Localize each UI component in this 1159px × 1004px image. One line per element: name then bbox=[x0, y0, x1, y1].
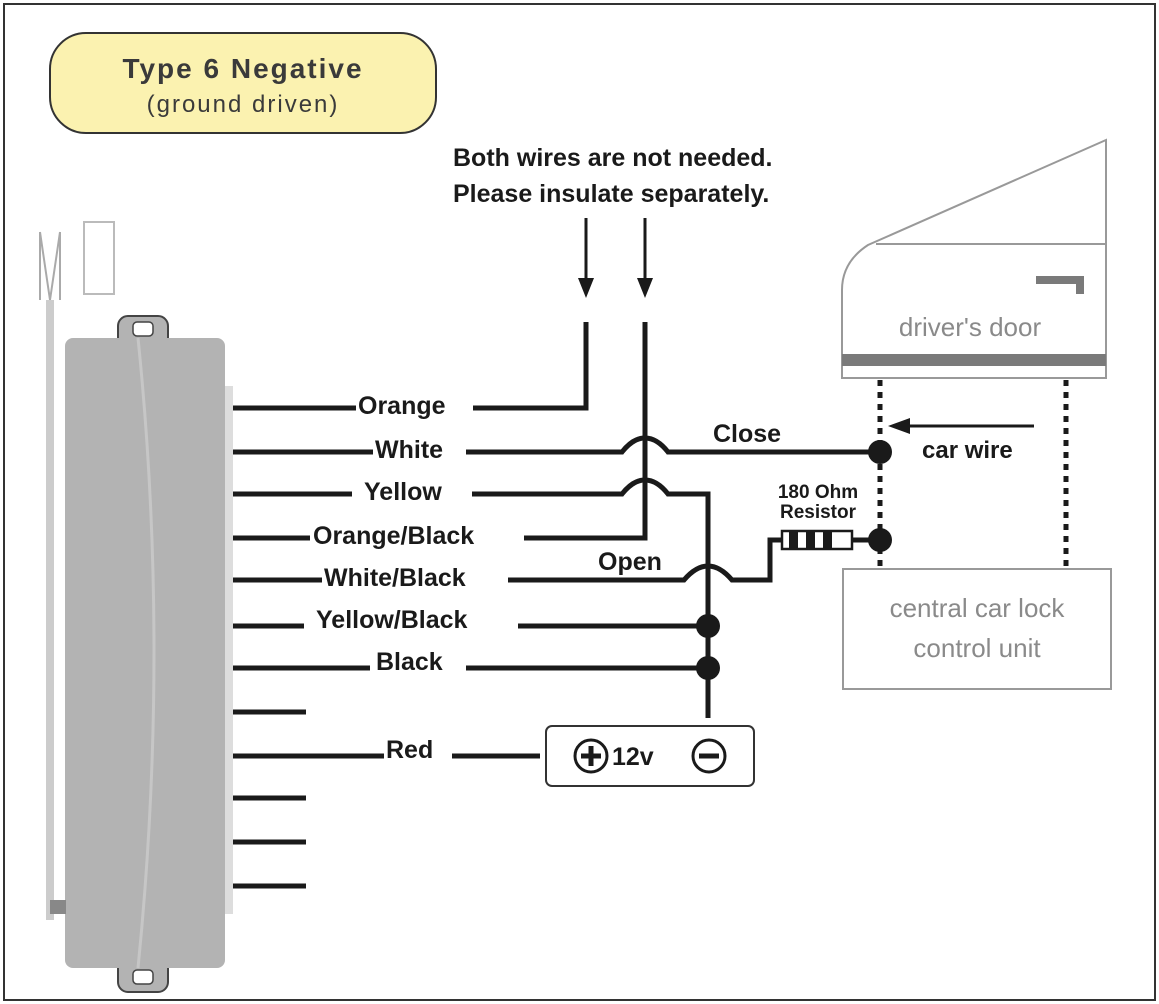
lock-unit-box bbox=[842, 568, 1112, 690]
unused-wire-stubs bbox=[233, 709, 306, 889]
wire-white-black: White/Black bbox=[233, 537, 782, 592]
door-stripe bbox=[842, 354, 1106, 366]
wire-black: Black bbox=[233, 648, 720, 680]
lock-unit-line-2: control unit bbox=[913, 633, 1041, 663]
central-lock-unit: central car lock control unit bbox=[842, 568, 1112, 690]
wire-white: White bbox=[233, 435, 880, 464]
door-label: driver's door bbox=[899, 312, 1042, 342]
wire-label-red: Red bbox=[386, 736, 433, 764]
module-body bbox=[65, 338, 225, 968]
wire-label-orange: Orange bbox=[358, 392, 446, 420]
title-box-shape bbox=[49, 32, 437, 134]
resistor-label-line-1: 180 Ohm bbox=[778, 482, 858, 503]
door-outline bbox=[841, 138, 1107, 379]
car-wire-arrow bbox=[888, 418, 1034, 434]
drivers-door: driver's door bbox=[841, 138, 1107, 379]
close-label: Close bbox=[713, 420, 781, 448]
wire-yellow-black: Yellow/Black bbox=[233, 606, 720, 638]
car-wire-label: car wire bbox=[922, 437, 1013, 464]
open-label: Open bbox=[598, 548, 662, 576]
note-line-2: Please insulate separately. bbox=[453, 180, 769, 208]
note-arrow-left bbox=[578, 218, 594, 298]
resistor-180-ohm: 180 Ohm Resistor bbox=[778, 482, 892, 552]
wire-label-white: White bbox=[375, 436, 443, 464]
wire-orange: Orange bbox=[233, 322, 589, 420]
wire-label-orange-black: Orange/Black bbox=[313, 522, 474, 550]
note-arrow-right bbox=[637, 218, 653, 298]
diagram-title: Type 6 Negative bbox=[122, 53, 363, 84]
diagram-subtitle: (ground driven) bbox=[147, 91, 340, 118]
battery-12v: 12v bbox=[545, 725, 755, 787]
wire-label-white-black: White/Black bbox=[324, 564, 466, 592]
wire-orange-black: Orange/Black bbox=[233, 322, 648, 550]
note-line-1: Both wires are not needed. bbox=[453, 144, 773, 172]
lock-unit-line-1: central car lock bbox=[890, 593, 1066, 623]
battery-voltage: 12v bbox=[612, 743, 654, 771]
junction-dot-black bbox=[696, 656, 720, 680]
junction-dot-yellow-black bbox=[696, 614, 720, 638]
alarm-module bbox=[39, 221, 233, 993]
wire-label-yellow: Yellow bbox=[364, 478, 442, 506]
wire-red: Red bbox=[233, 736, 540, 764]
title-box: Type 6 Negative (ground driven) bbox=[49, 32, 437, 134]
door-handle-icon bbox=[1036, 276, 1084, 294]
wire-label-black: Black bbox=[376, 648, 443, 676]
resistor-label-line-2: Resistor bbox=[780, 502, 857, 523]
wire-label-yellow-black: Yellow/Black bbox=[316, 606, 468, 634]
